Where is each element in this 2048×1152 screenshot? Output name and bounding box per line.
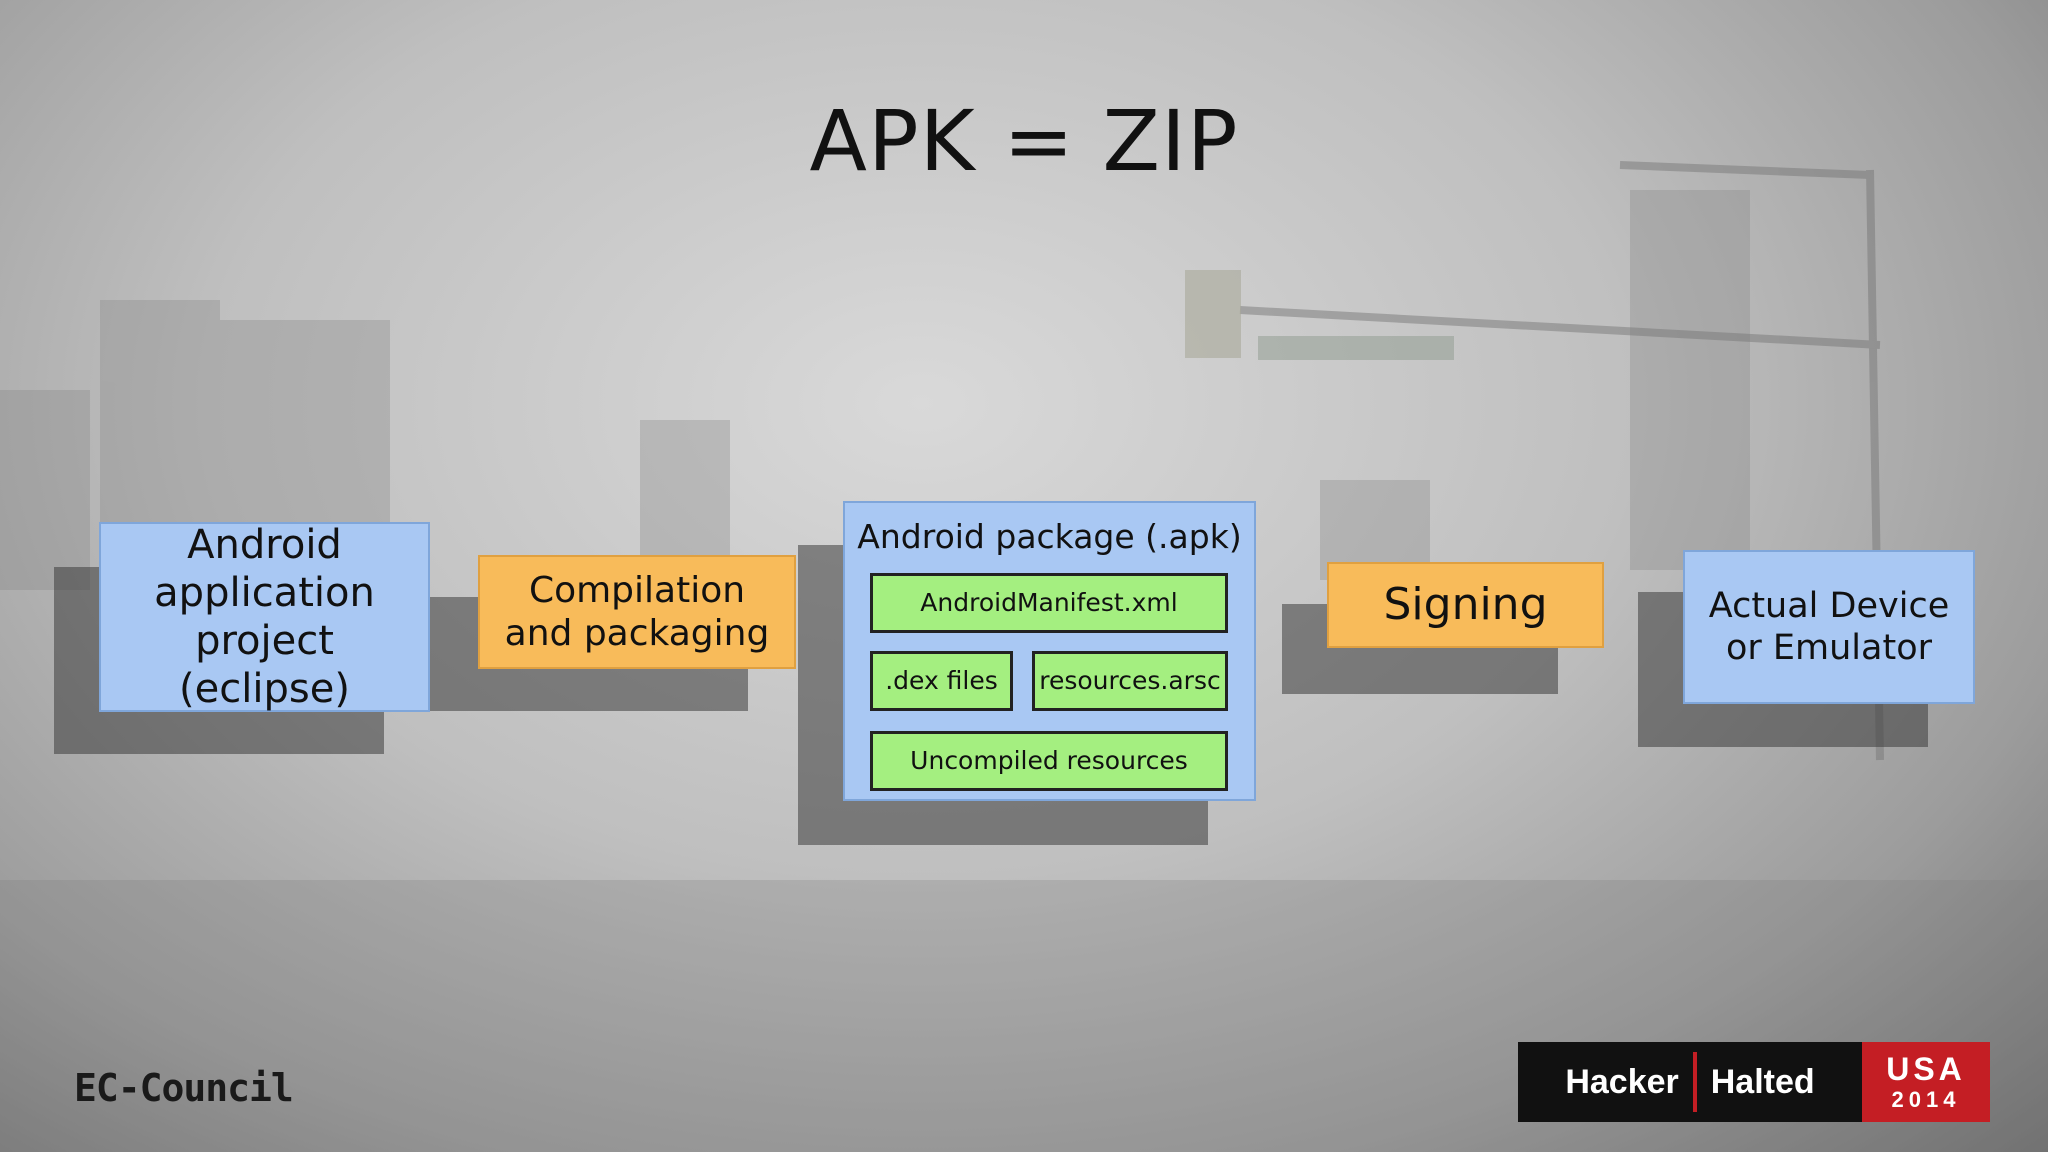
signing-label: Signing [1383,578,1548,630]
compilation-label: Compilation and packaging [504,569,770,654]
resources-arsc-label: resources.arsc [1039,666,1221,695]
compilation-box: Compilation and packaging [478,555,796,669]
device-box: Actual Device or Emulator [1683,550,1975,704]
uncompiled-resources-box: Uncompiled resources [870,731,1228,791]
hacker-halted-logo: Hacker Halted USA 2014 [1518,1042,1990,1122]
halted-text: Halted [1710,1062,1815,1101]
device-label: Actual Device or Emulator [1708,586,1950,668]
usa-text: USA [1886,1051,1966,1087]
manifest-file-box: AndroidManifest.xml [870,573,1228,633]
dex-files-label: .dex files [885,666,998,695]
android-project-label: Android application project (eclipse) [154,522,375,712]
uncompiled-resources-label: Uncompiled resources [910,746,1188,775]
ec-council-logo: EC-Council [74,1066,294,1110]
logo-divider [1692,1052,1697,1112]
dex-files-box: .dex files [870,651,1013,711]
android-package-box: Android package (.apk) AndroidManifest.x… [843,501,1256,801]
hacker-text: Hacker [1565,1062,1679,1101]
usa-2014-badge: USA 2014 [1862,1042,1990,1122]
manifest-file-label: AndroidManifest.xml [920,588,1178,617]
resources-arsc-box: resources.arsc [1032,651,1228,711]
android-project-box: Android application project (eclipse) [99,522,430,712]
year-text: 2014 [1891,1087,1961,1112]
hacker-halted-wordmark: Hacker Halted [1518,1042,1862,1122]
android-package-title: Android package (.apk) [857,517,1242,556]
signing-box: Signing [1327,562,1604,648]
slide-title: APK = ZIP [809,92,1239,190]
